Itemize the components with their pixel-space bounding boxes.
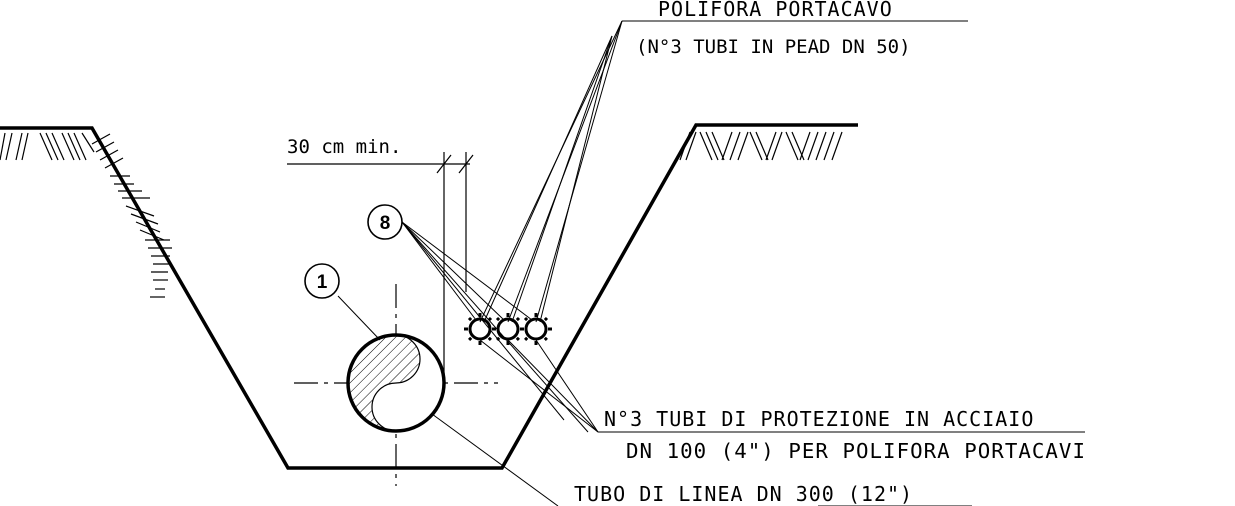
callout-pipeline: 1 — [304, 263, 340, 299]
steel-pipes-label-line2: DN 100 (4") PER POLIFORA PORTACAVI — [626, 439, 1086, 463]
steel-pipe-2 — [492, 313, 524, 345]
polifora-sub-label: (N°3 TUBI IN PEAD DN 50) — [636, 36, 911, 58]
line-pipe-leader — [337, 295, 972, 506]
polifora-leaders — [479, 20, 968, 323]
min-distance-dimension — [287, 152, 474, 382]
line-pipe-dn300 — [346, 333, 446, 433]
trench-outline — [0, 123, 858, 470]
callout-cable-duct: 8 — [367, 204, 403, 240]
steel-pipes-label-line1: N°3 TUBI DI PROTEZIONE IN ACCIAIO — [604, 407, 1034, 431]
callout-cable-duct-number: 8 — [380, 213, 391, 234]
min-distance-label: 30 cm min. — [287, 136, 401, 158]
left-ground-hatch — [0, 132, 172, 298]
steel-pipes-leaders — [401, 221, 1085, 433]
right-ground-hatch — [679, 131, 843, 161]
callout-pipeline-number: 1 — [317, 272, 328, 293]
polifora-title-label: POLIFORA PORTACAVO — [658, 0, 893, 21]
line-pipe-label: TUBO DI LINEA DN 300 (12") — [574, 482, 913, 506]
steel-pipe-3 — [520, 313, 552, 345]
